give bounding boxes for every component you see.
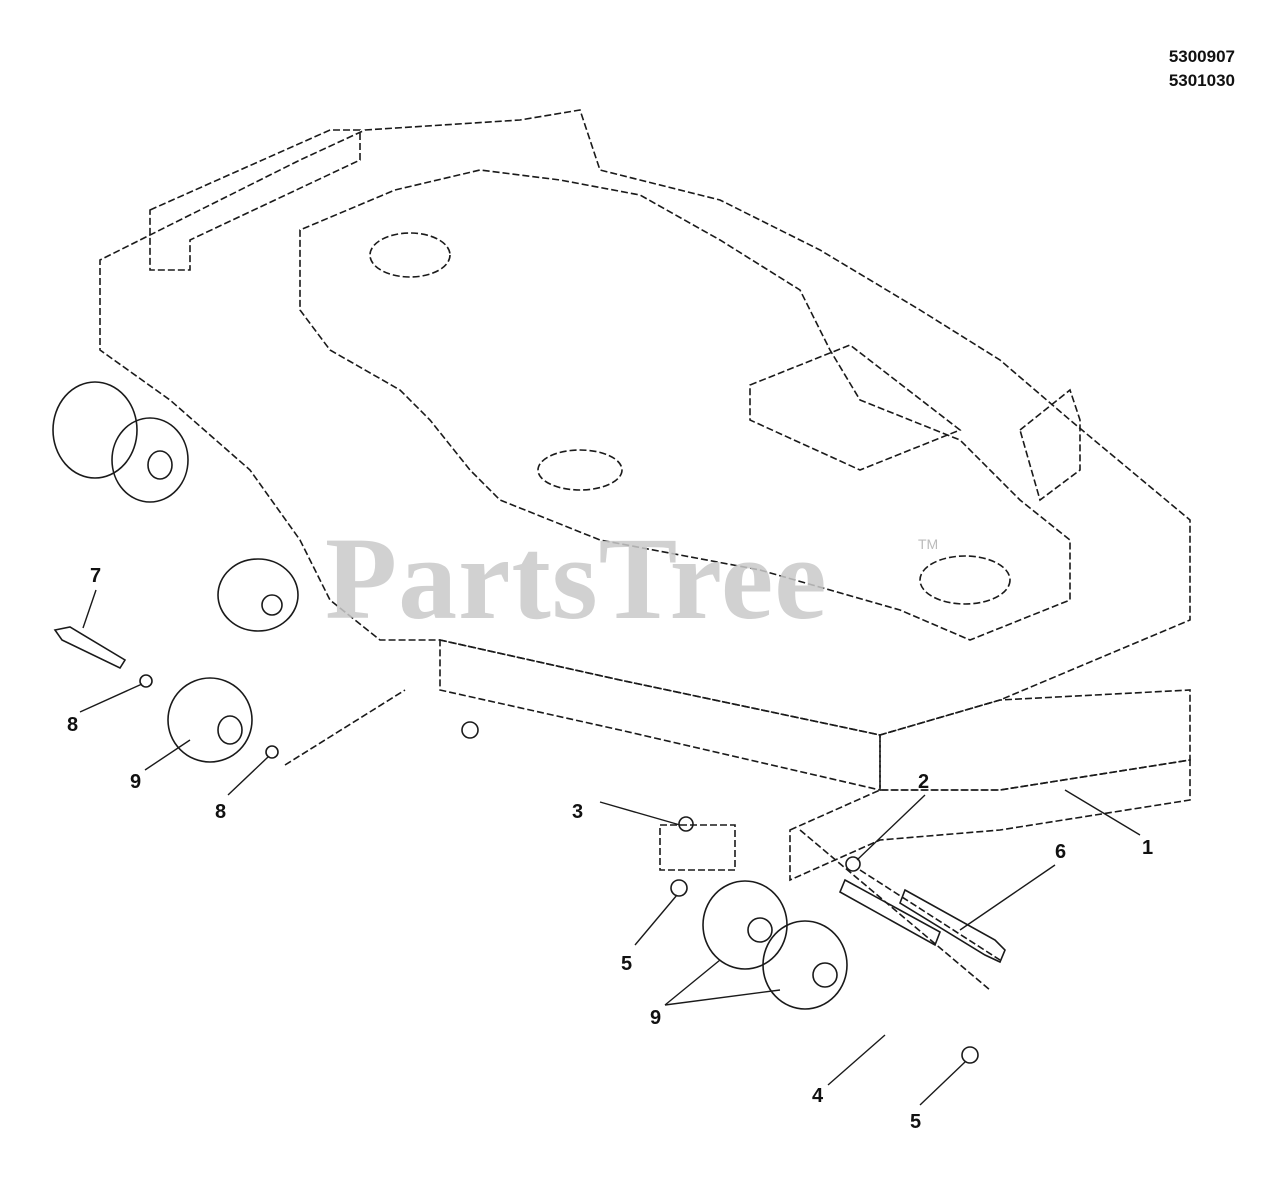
roller-exploded-left-hub [217,715,243,745]
leader-6 [959,864,1056,931]
roller-rear-left-inner [111,417,189,503]
axle-guide-front [799,829,991,991]
callout-7: 7 [90,565,102,587]
spindle-opening-rear [369,232,451,278]
callout-6: 6 [1055,841,1067,863]
washer-5a [670,879,688,897]
leader-5a [634,894,678,946]
watermark-tm: TM [918,536,939,552]
center-mount-plate [659,824,736,871]
axle-4 [838,878,941,947]
leader-2 [856,794,926,861]
leader-9a [144,739,191,771]
nut-left [461,721,479,739]
callout-9b: 9 [650,1007,662,1029]
roller-exploded-front-a [702,880,788,970]
leader-8a [79,683,143,713]
watermark: PartsTree [325,513,828,644]
callout-8b: 8 [215,801,227,823]
leader-4 [827,1034,886,1086]
deck-lower-skirt [789,759,1191,882]
axle-guide-right [859,869,1001,961]
leader-8b [227,756,269,796]
bolt-6 [899,888,1006,964]
callout-1: 1 [1142,837,1154,859]
leader-9b-2 [664,989,781,1006]
callout-2: 2 [918,771,930,793]
roller-exploded-front-a-hub [747,917,773,943]
belt-cover-panel [749,344,962,471]
leader-7 [82,589,97,629]
roller-exploded-front-b-hub [812,962,838,988]
roller-exploded-left [167,677,253,763]
roller-left-mid [217,558,299,632]
roller-rear-left-outer [52,381,138,479]
left-rear-bracket [149,129,361,271]
roller-exploded-front-b [762,920,848,1010]
leader-9b-1 [664,959,721,1006]
washer-8b [265,745,279,759]
reference-number-1: 5300907 [1168,47,1235,66]
callout-5b: 5 [910,1111,922,1133]
leader-5b [919,1061,966,1106]
roller-left-mid-hub [261,594,283,616]
washer-2 [845,856,861,872]
leader-1 [1064,789,1141,836]
callout-5a: 5 [621,953,633,975]
reference-number-2: 5301030 [1168,71,1235,90]
callout-9a: 9 [130,771,142,793]
spindle-opening-front [919,555,1011,605]
leader-3 [599,801,681,826]
washer-3 [678,816,694,832]
callout-4: 4 [812,1085,824,1107]
spindle-opening-center [537,449,623,491]
roller-rear-left-hub [147,450,173,480]
washer-8a [139,674,153,688]
deck-side-skirt [439,639,881,792]
bolt-7 [53,626,127,670]
callout-3: 3 [572,801,584,823]
right-rear-tab [1019,388,1081,502]
washer-5b [961,1046,979,1064]
callout-8a: 8 [67,714,79,736]
axle-guide-left [284,689,406,766]
deck-center-plate [299,169,1071,641]
